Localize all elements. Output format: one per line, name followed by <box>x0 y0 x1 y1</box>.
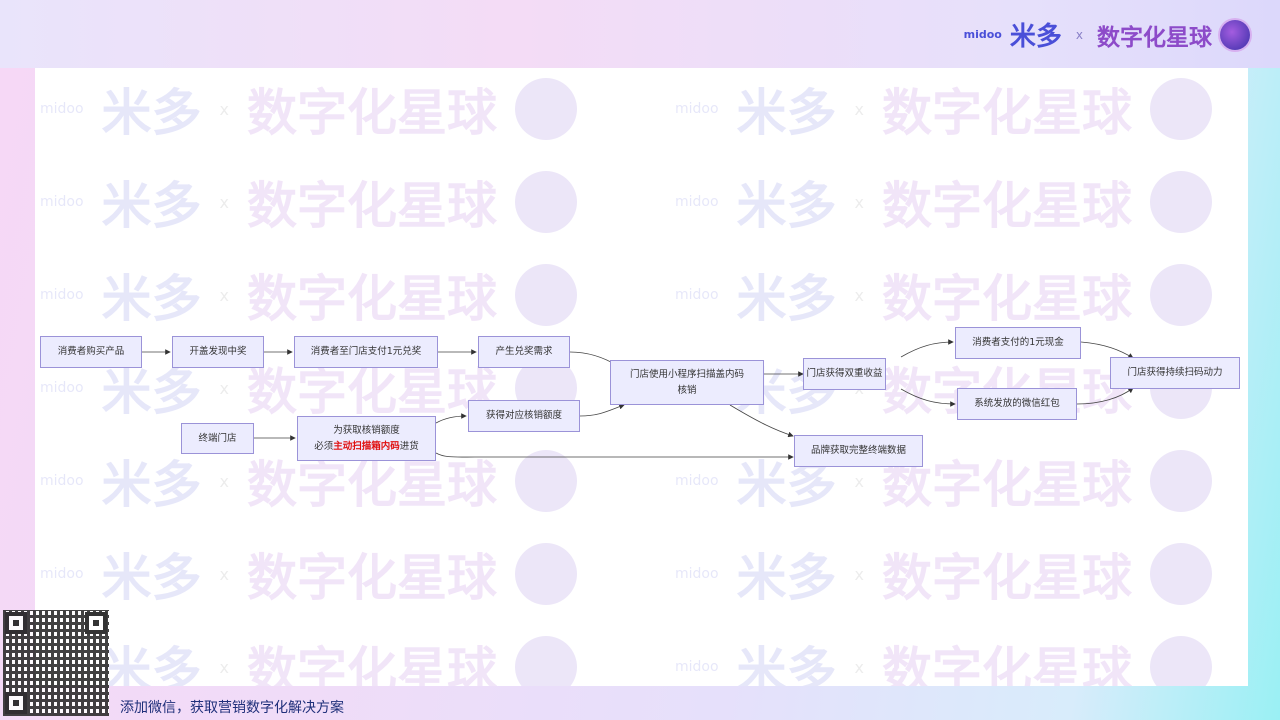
edge <box>1076 387 1134 405</box>
wechat-qr-code <box>3 610 109 716</box>
node-label: 品牌获取完整终端数据 <box>810 445 906 457</box>
node-red-packet: 系统发放的微信红包 <box>957 388 1077 420</box>
node-consumer-buy: 消费者购买产品 <box>40 336 142 368</box>
node-label: 为获取核销额度 <box>333 425 400 437</box>
edge <box>1080 341 1134 359</box>
node-label: 门店获得双重收益 <box>806 368 883 380</box>
node-label: 消费者支付的1元现金 <box>972 337 1064 349</box>
node-scan-box-code: 为获取核销额度 必须主动扫描箱内码进货 <box>297 416 436 461</box>
edge <box>435 452 794 460</box>
node-label: 门店获得持续扫码动力 <box>1127 367 1223 379</box>
planet-icon <box>1220 19 1250 50</box>
edge <box>579 403 625 417</box>
node-quota: 获得对应核销额度 <box>468 400 580 432</box>
node-terminal-store: 终端门店 <box>181 423 254 454</box>
node-label: 开盖发现中奖 <box>189 346 247 358</box>
logo-star: 数字化星球 <box>1097 24 1212 51</box>
node-label: 获得对应核销额度 <box>485 410 562 422</box>
node-label: 消费者至门店支付1元兑奖 <box>310 346 422 358</box>
midoo-logo: midoo <box>963 28 1002 41</box>
edge <box>900 339 954 358</box>
node-consumer-pay: 消费者至门店支付1元兑奖 <box>294 336 438 368</box>
node-brand-data: 品牌获取完整终端数据 <box>794 435 923 467</box>
node-open-cap-win: 开盖发现中奖 <box>172 336 264 368</box>
footer-text: 添加微信，获取营销数字化解决方案 <box>120 700 344 716</box>
node-label: 核销 <box>677 384 697 396</box>
highlight-text: 主动扫描箱内码 <box>333 440 400 452</box>
logo-mi: 米多 <box>1009 22 1062 52</box>
node-label: 必须主动扫描箱内码进货 <box>314 439 419 454</box>
node-double-income: 门店获得双重收益 <box>803 358 886 390</box>
node-label: 产生兑奖需求 <box>495 346 553 358</box>
brand-logo: midoo 米多 x 数字化星球 <box>964 16 1250 53</box>
edge <box>729 404 794 438</box>
node-cash: 消费者支付的1元现金 <box>955 327 1081 359</box>
node-redeem-demand: 产生兑奖需求 <box>478 336 570 368</box>
node-store-scan: 门店使用小程序扫描盖内码核销 <box>610 360 764 405</box>
logo-x: x <box>1075 27 1083 42</box>
label-part: 必须 <box>314 440 334 452</box>
node-continuous-motivation: 门店获得持续扫码动力 <box>1110 357 1240 389</box>
edge <box>900 388 956 407</box>
node-label: 系统发放的微信红包 <box>974 398 1060 410</box>
node-label: 门店使用小程序扫描盖内码 <box>629 369 744 381</box>
edge <box>435 413 467 424</box>
label-part: 进货 <box>399 440 419 452</box>
node-label: 终端门店 <box>198 432 237 444</box>
header-band <box>0 0 1280 68</box>
node-label: 消费者购买产品 <box>57 346 125 358</box>
